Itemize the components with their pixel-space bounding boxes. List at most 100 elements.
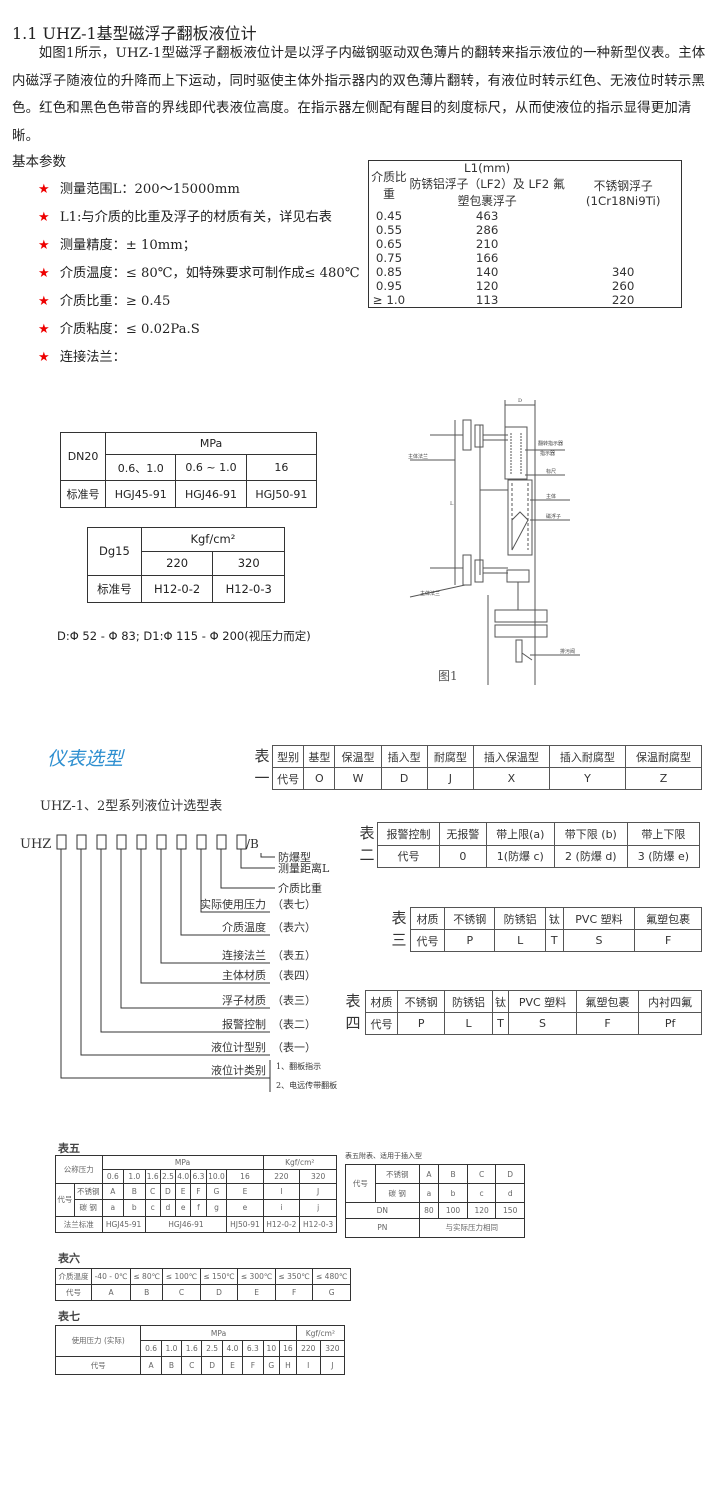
table-row: 防锈铝浮子（LF2）及 LF2 氟塑包裹浮子不锈钢浮子 (1Cr18Ni9Ti) [369, 175, 682, 209]
table-cell: j [299, 1199, 337, 1217]
table-cell: 材质 [409, 907, 446, 930]
table-cell: 防锈铝 [494, 907, 546, 930]
table-cell: Kgf/cm² [295, 1324, 346, 1342]
table-cell: D [159, 1182, 177, 1200]
code-leader-line [160, 849, 270, 964]
table-cell: E [226, 1182, 264, 1200]
table-cell: 0.65 [375, 237, 403, 251]
table-cell: 320 [212, 550, 285, 576]
table-cell: a [418, 1183, 440, 1204]
table-cell: 不锈钢 [374, 1163, 420, 1185]
label-char: 表 [391, 909, 407, 927]
table-cell: a [101, 1199, 125, 1217]
code-slot-box [76, 834, 87, 850]
table-cell: 代号 [364, 1012, 399, 1035]
param-text: 测量精度：± 10mm； [59, 238, 196, 253]
table-cell: 10 [262, 1340, 281, 1357]
code-leader-line [180, 849, 270, 936]
table-cell: 260 [611, 279, 635, 293]
table7-title: 表七 [58, 1310, 80, 1323]
table-cell: C [162, 1284, 201, 1301]
indicator-housing [504, 426, 528, 480]
figure-caption: 图1 [438, 669, 458, 683]
table-cell: 1.6 [144, 1168, 161, 1184]
table-cell: 防锈铝 [444, 990, 493, 1013]
code-leader-line [260, 853, 275, 858]
star-bullet-icon: ★ [38, 266, 50, 281]
table-cell: 保温耐腐型 [624, 745, 703, 768]
label-char: 表 [345, 992, 361, 1010]
table-row: 型别基型保温型插入型耐腐型插入保温型插入耐腐型保温耐腐型 [271, 745, 703, 768]
table-cell: ≥ 1.0 [372, 293, 406, 307]
param-text: 测量范围L：200～15000mm [59, 182, 240, 197]
table-cell: 氟塑包裹 [634, 907, 702, 930]
table-cell: 1(防爆 c) [485, 844, 555, 868]
table-cell: MPa [140, 1324, 297, 1342]
table-cell: C [181, 1355, 203, 1376]
table-cell: 0.45 [375, 209, 403, 223]
table-cell: 碳 钢 [374, 1183, 420, 1204]
table-cell: H12-0-2 [140, 574, 214, 604]
table-cell: 16 [245, 453, 318, 482]
table-cell: 0 [438, 844, 487, 868]
star-bullet-icon: ★ [38, 322, 50, 337]
table-cell: H12-0-3 [212, 574, 285, 604]
code-slot-box [176, 834, 187, 850]
table-cell: 2 (防爆 d) [553, 844, 628, 868]
table-cell: 16 [226, 1168, 264, 1184]
table-cell: I [295, 1355, 321, 1376]
label-indicator: 指示器 [540, 450, 555, 457]
table-cell: 16 [279, 1340, 297, 1357]
table5-title: 表五 [58, 1142, 80, 1155]
table-cell: C [144, 1182, 161, 1200]
table-cell: 150 [495, 1202, 525, 1219]
table-cell: B [123, 1182, 146, 1200]
table-cell: T [491, 1012, 510, 1035]
table-cell: ≤ 300℃ [237, 1268, 276, 1285]
table-cell: Z [624, 767, 703, 790]
code-item-table-ref: （表五） [272, 948, 316, 962]
table-cell: 插入型 [380, 745, 428, 768]
code-leader-line [200, 849, 270, 913]
table-row: 报警控制无报警带上限(a)带下限 (b)带上下限 [377, 822, 701, 846]
table-cell: X [472, 767, 550, 790]
code-slot-box [96, 834, 107, 850]
param-text: 连接法兰： [59, 350, 126, 365]
table-cell: 代号 [345, 1163, 376, 1204]
table-cell: 带上限(a) [485, 822, 555, 846]
table-cell: L [494, 929, 546, 952]
param-text: 介质粘度：≤ 0.02Pa.S [59, 322, 200, 337]
table-cell: L [444, 1012, 493, 1035]
table-cell: S [562, 929, 636, 952]
table-cell: L1(mm) [464, 161, 511, 175]
table-cell: C [466, 1163, 497, 1185]
table-cell: S [508, 1012, 577, 1035]
table-cell: E [221, 1355, 244, 1376]
category-option: 2、电远传带翻板 [276, 1080, 337, 1090]
table-cell: 0.6、1.0 [105, 453, 177, 482]
table-cell: 320 [319, 1340, 346, 1357]
table-cell: A [418, 1163, 440, 1185]
table-cell: PN [345, 1217, 420, 1239]
table-cell [565, 161, 681, 176]
table-cell: 2.5 [159, 1168, 177, 1184]
table-cell: HGJ45-91 [105, 480, 177, 508]
table-cell: MPa [101, 1155, 264, 1170]
table-cell: PVC 塑料 [562, 907, 636, 930]
table-cell: 钛 [491, 990, 510, 1013]
table-cell: c [466, 1183, 497, 1204]
table-cell: G [312, 1284, 351, 1301]
code-item-table-ref: （表一） [272, 1040, 316, 1054]
code-leader-line [240, 849, 275, 869]
table-cell: 代号 [55, 1284, 92, 1301]
